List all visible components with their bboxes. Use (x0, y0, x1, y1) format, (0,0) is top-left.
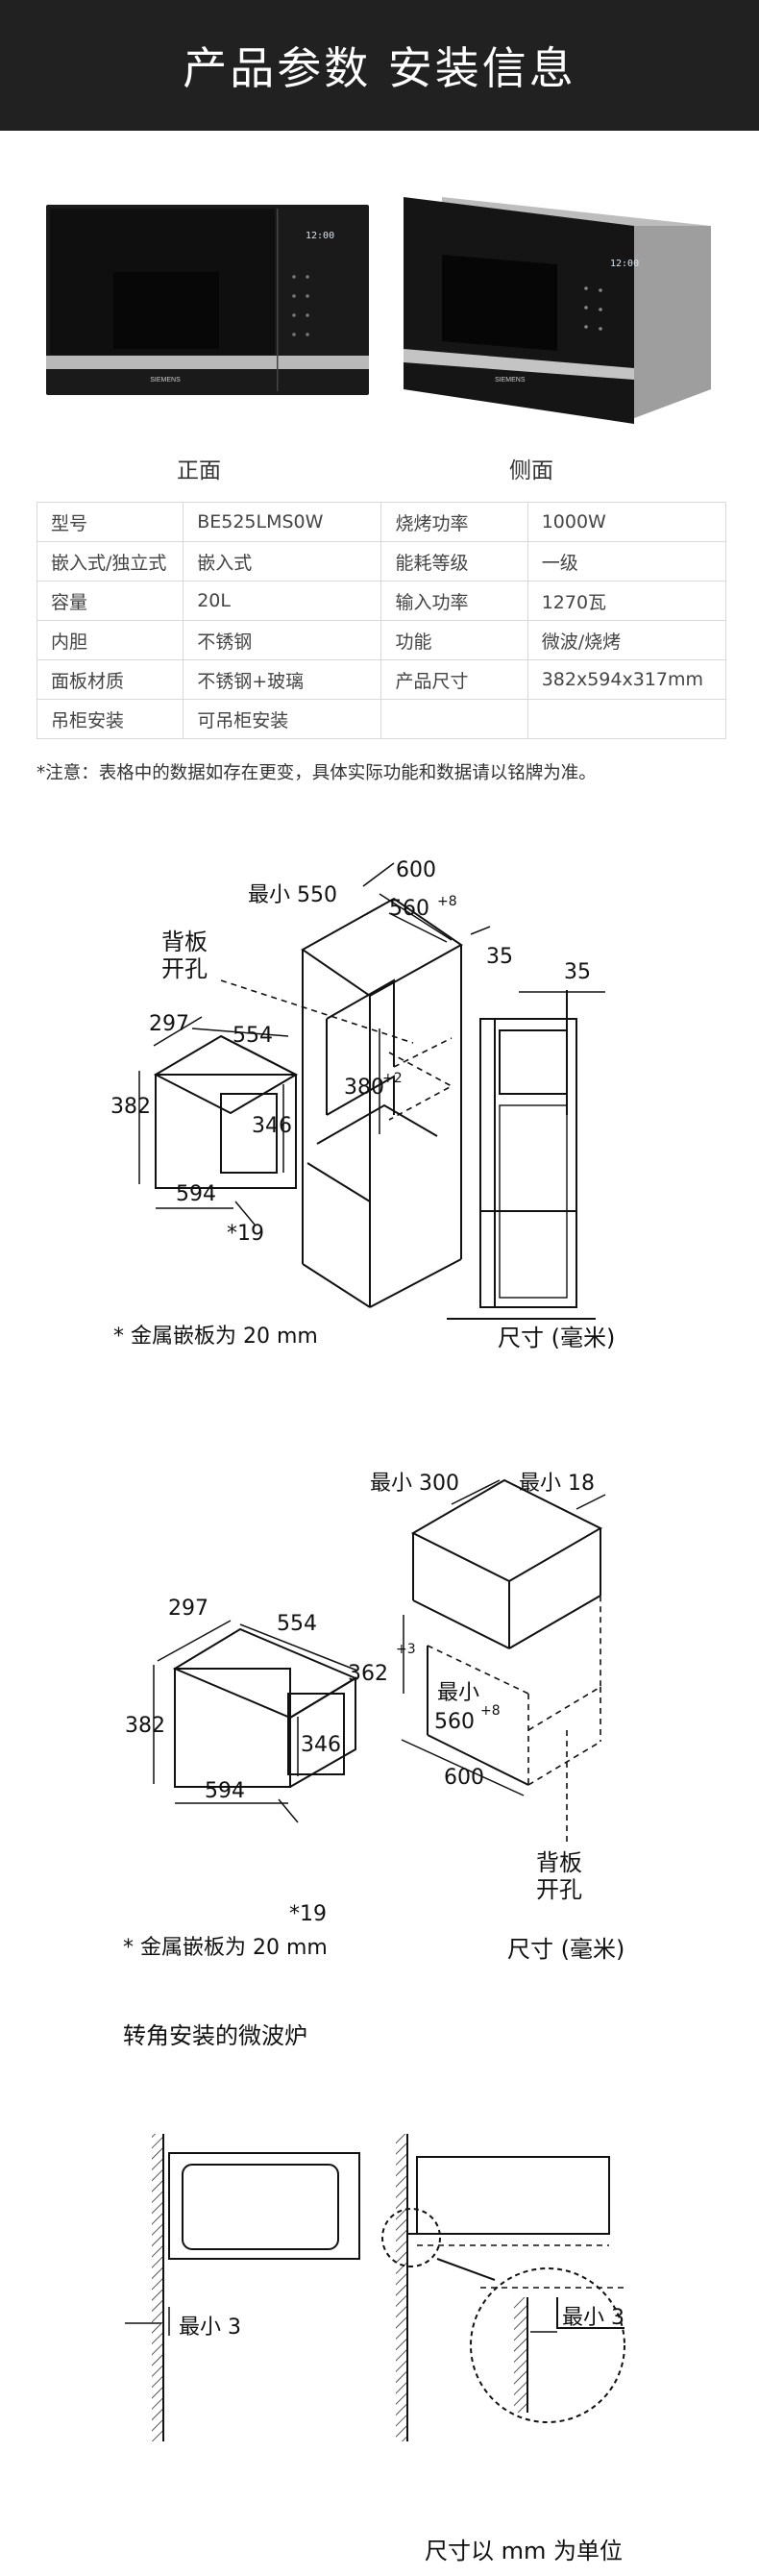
dimension-label: 554 (277, 1612, 317, 1636)
dimension-label: 开孔 (536, 1876, 582, 1903)
corner-install-diagram: 最小 3 最小 3 尺寸以 mm 为单位 (125, 2134, 625, 2564)
spec-value: 20L (183, 581, 382, 621)
dimension-label: 554 (233, 1024, 273, 1048)
dimension-label: *19 (227, 1222, 264, 1246)
dimension-label: +8 (480, 1703, 501, 1719)
dimension-label: 开孔 (161, 955, 208, 982)
dimension-label: 12:00 (610, 259, 639, 269)
dimension-label: 594 (205, 1779, 245, 1803)
dimension-label: 最小 3 (562, 2306, 624, 2330)
dimension-label: * 金属嵌板为 20 mm (123, 1936, 328, 1960)
corner-install-title: 转角安装的微波炉 (123, 2022, 307, 2049)
dimension-label: 最小 550 (248, 883, 337, 907)
spec-value: BE525LMS0W (183, 502, 382, 542)
dimension-label: 382 (110, 1095, 151, 1119)
dimension-label: 346 (252, 1114, 292, 1138)
spec-value: 1270瓦 (526, 581, 727, 621)
dimension-label: 35 (564, 960, 591, 984)
side-view-photo: 12:00 SIEMENS (404, 197, 711, 424)
spec-value: 不锈钢 (183, 620, 382, 660)
spec-value: 可吊柜安装 (183, 699, 382, 739)
spec-label: 烧烤功率 (380, 502, 528, 542)
disclaimer-note: *注意：表格中的数据如存在更变，具体实际功能和数据请以铭牌为准。 (37, 763, 597, 783)
spec-value: 不锈钢+玻璃 (183, 659, 382, 700)
dimension-label: +8 (437, 894, 457, 909)
spec-label: 型号 (36, 502, 184, 542)
front-view-caption: 正面 (177, 458, 221, 483)
spec-value: 嵌入式 (183, 541, 382, 582)
spec-label (380, 699, 528, 739)
dimension-label: 346 (301, 1733, 341, 1757)
spec-label: 面板材质 (36, 659, 184, 700)
dimension-label: 最小 (437, 1681, 479, 1705)
dimension-label: 560 (434, 1710, 475, 1734)
display-readout: 12:00 (306, 231, 334, 241)
spec-label: 容量 (36, 581, 184, 621)
dimension-label: 594 (176, 1182, 216, 1206)
dimension-label: 尺寸 (毫米) (507, 1936, 624, 1963)
spec-label: 能耗等级 (380, 541, 528, 582)
dimension-label: 362 (348, 1662, 388, 1686)
spec-row: 内胆不锈钢功能微波/烧烤 (36, 620, 727, 660)
dimension-label: 最小 300 (370, 1472, 459, 1496)
tall-cabinet-install-diagram: 最小 550 600 560 +8 35 35 背板 开孔 297 554 38… (110, 858, 615, 1351)
spec-label: 吊柜安装 (36, 699, 184, 739)
spec-row: 吊柜安装可吊柜安装 (36, 699, 727, 739)
dimension-label: 背板 (161, 929, 208, 955)
dimension-label: +2 (382, 1071, 403, 1086)
side-view-caption: 侧面 (509, 458, 553, 483)
dimension-label: * 金属嵌板为 20 mm (113, 1325, 318, 1349)
page-title: 产品参数 安装信息 (0, 0, 759, 131)
dimension-label: 最小 18 (519, 1472, 595, 1496)
dimension-label: 尺寸 (毫米) (498, 1325, 615, 1351)
dimension-label: 297 (168, 1597, 208, 1621)
spec-label: 功能 (380, 620, 528, 660)
dimension-label: +3 (396, 1642, 416, 1657)
wall-cabinet-install-diagram: 最小 300 最小 18 362 +3 最小 560 +8 600 297 55… (123, 1472, 624, 1963)
spec-value (526, 699, 727, 739)
spec-label: 产品尺寸 (380, 659, 528, 700)
dimension-label: 35 (486, 945, 513, 969)
dimension-label: *19 (289, 1902, 327, 1926)
dimension-label: 560 (389, 897, 429, 921)
dimension-label: 背板 (536, 1849, 582, 1876)
dimension-label: 382 (125, 1714, 165, 1738)
brand-logo: SIEMENS (150, 377, 181, 384)
dimension-label: 600 (444, 1766, 484, 1790)
dimension-label: 600 (396, 858, 436, 882)
spec-value: 382x594x317mm (526, 659, 727, 700)
spec-value: 一级 (526, 541, 727, 582)
dimension-label: 380 (344, 1076, 384, 1100)
spec-value: 1000W (526, 502, 727, 542)
dimension-label: SIEMENS (495, 377, 526, 384)
spec-label: 内胆 (36, 620, 184, 660)
spec-label: 输入功率 (380, 581, 528, 621)
spec-label: 嵌入式/独立式 (36, 541, 184, 582)
spec-row: 嵌入式/独立式嵌入式能耗等级一级 (36, 541, 727, 582)
front-view-photo: 12:00 SIEMENS (46, 205, 369, 395)
dimension-label: 尺寸以 mm 为单位 (425, 2538, 623, 2564)
dimension-label: 297 (149, 1012, 189, 1036)
dimension-label: 最小 3 (179, 2316, 241, 2340)
spec-value: 微波/烧烤 (526, 620, 727, 660)
